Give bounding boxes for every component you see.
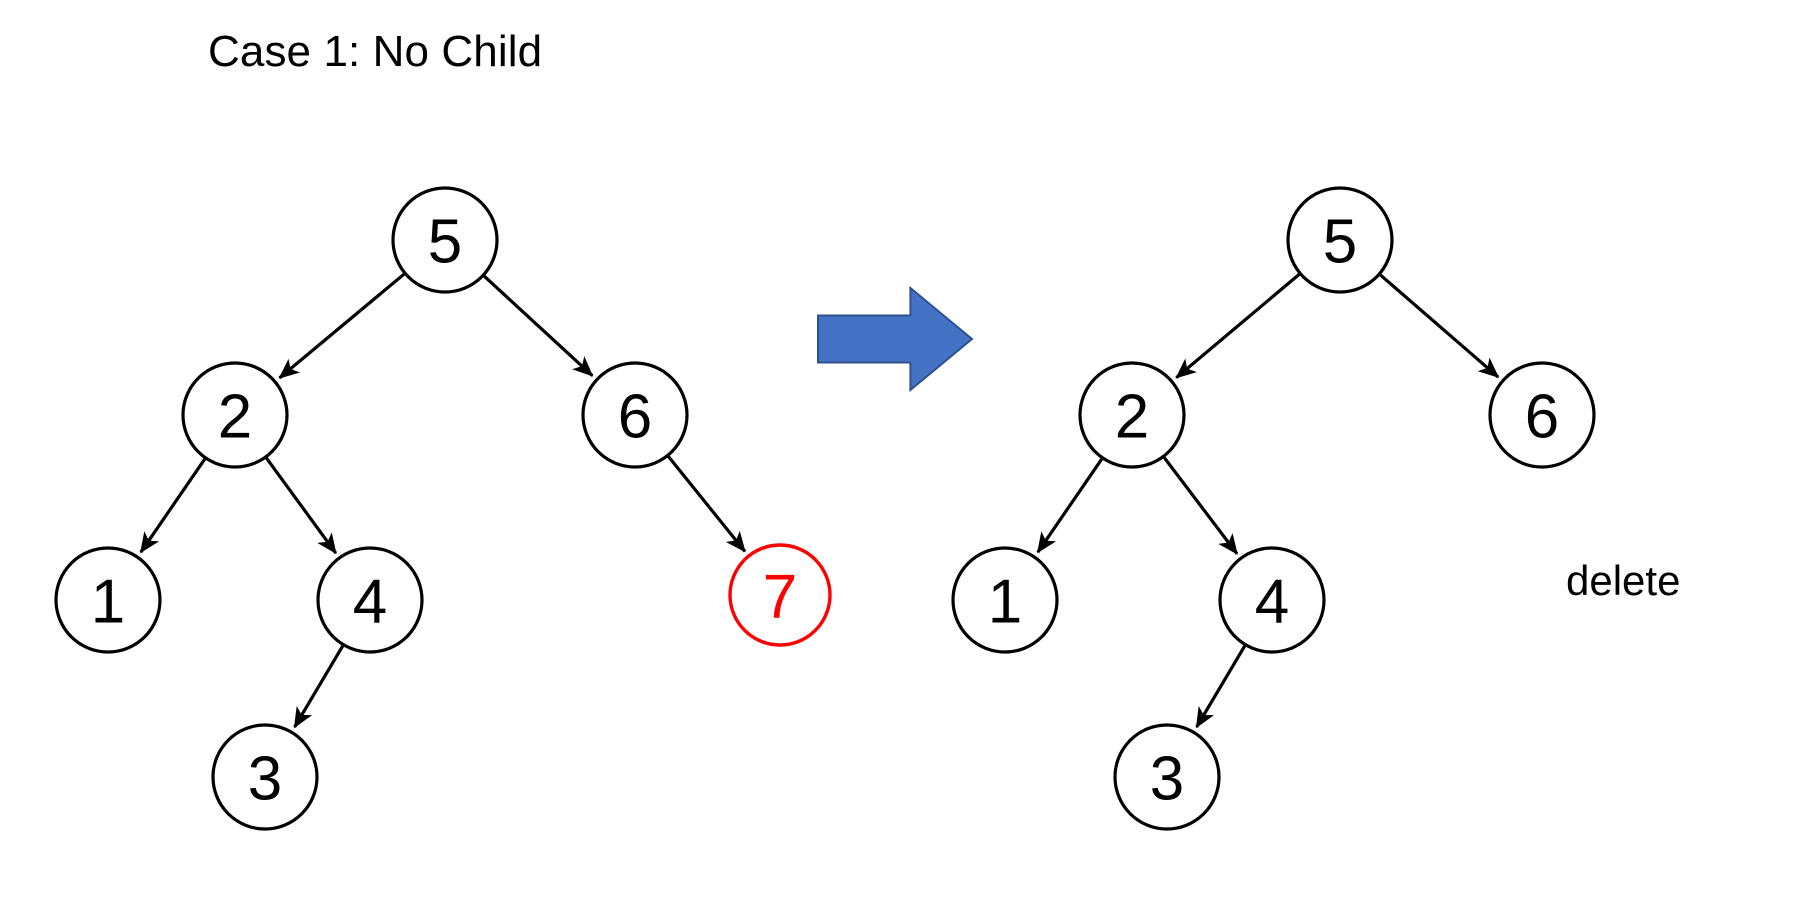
tree-edge bbox=[278, 272, 406, 380]
page-title: Case 1: No Child bbox=[208, 27, 543, 76]
tree-node-label: 1 bbox=[91, 568, 125, 637]
tree-node[interactable] bbox=[391, 186, 499, 294]
delete-caption: delete bbox=[1566, 557, 1681, 604]
tree-node[interactable] bbox=[1218, 546, 1326, 654]
tree-node[interactable] bbox=[54, 546, 162, 654]
tree-node[interactable] bbox=[1488, 361, 1596, 469]
tree-node-label: 4 bbox=[353, 568, 387, 637]
tree-node[interactable] bbox=[1113, 723, 1221, 831]
tree-edge bbox=[1162, 456, 1239, 555]
tree-edge bbox=[1195, 644, 1247, 729]
tree-node-label: 3 bbox=[1150, 745, 1184, 814]
after-tree-edges bbox=[1036, 272, 1500, 729]
tree-edge bbox=[264, 456, 338, 555]
tree-node-label: 5 bbox=[1323, 208, 1357, 277]
tree-node-deleted[interactable] bbox=[728, 543, 832, 647]
tree-node[interactable] bbox=[581, 361, 689, 469]
tree-node-label: 1 bbox=[988, 568, 1022, 637]
tree-node-label: 2 bbox=[218, 383, 252, 452]
tree-node-label: 5 bbox=[428, 208, 462, 277]
tree-edge bbox=[139, 457, 207, 554]
tree-node[interactable] bbox=[211, 723, 319, 831]
tree-node-label: 6 bbox=[1525, 383, 1559, 452]
tree-edge bbox=[1036, 457, 1104, 554]
tree-node-label: 3 bbox=[248, 745, 282, 814]
after-tree-nodes: 5 2 6 1 4 3 bbox=[951, 186, 1596, 831]
tree-node[interactable] bbox=[951, 546, 1059, 654]
tree-node-label: 4 bbox=[1255, 568, 1289, 637]
tree-node[interactable] bbox=[316, 546, 424, 654]
tree-node[interactable] bbox=[1078, 361, 1186, 469]
tree-node-label: 7 bbox=[763, 563, 797, 632]
tree-edge bbox=[482, 274, 594, 377]
tree-node[interactable] bbox=[1286, 186, 1394, 294]
tree-node-label: 6 bbox=[618, 383, 652, 452]
tree-node-label: 2 bbox=[1115, 383, 1149, 452]
before-tree-nodes: 5 2 6 1 4 7 3 bbox=[54, 186, 832, 831]
tree-edge bbox=[667, 455, 747, 553]
tree-edge bbox=[1175, 272, 1301, 379]
before-tree-edges bbox=[139, 272, 747, 729]
tree-edge bbox=[1379, 273, 1500, 379]
tree-edge bbox=[293, 644, 345, 729]
right-arrow-shape bbox=[817, 285, 974, 393]
right-arrow-icon bbox=[817, 285, 974, 393]
tree-node[interactable] bbox=[181, 361, 289, 469]
